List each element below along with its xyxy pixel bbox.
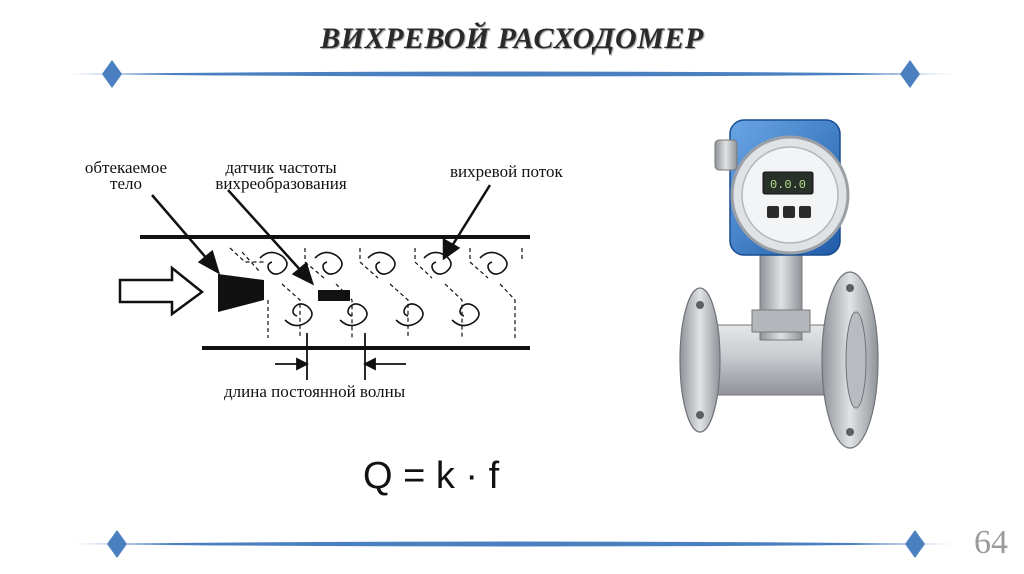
bottom-divider <box>72 530 955 558</box>
slide-title: ВИХРЕВОЙ РАСХОДОМЕР <box>320 22 704 55</box>
device-button-right <box>799 206 811 218</box>
left-diamond-icon <box>107 530 127 558</box>
frequency-sensor <box>318 290 350 301</box>
page-number: 64 <box>974 524 1008 561</box>
right-diamond-icon <box>905 530 925 558</box>
vortex <box>479 251 508 275</box>
vortex <box>395 303 424 327</box>
vortex <box>339 303 368 327</box>
flow-direction-arrow <box>118 265 205 317</box>
device-button-left <box>767 206 779 218</box>
vortex <box>284 303 313 327</box>
lcd-display <box>762 171 814 195</box>
device-button-center <box>783 206 795 218</box>
label-wavelength: длина постоянной волны <box>224 382 406 401</box>
flow-formula: Q = k · f <box>363 455 500 497</box>
label-bluff-body-line1: обтекаемое <box>84 158 168 177</box>
left-flange <box>679 287 721 433</box>
vortex <box>451 303 480 327</box>
left-diamond-icon <box>102 60 122 88</box>
label-vortex-flow: вихревой поток <box>450 162 563 181</box>
lcd-display-text: 0.0.0 <box>770 178 806 192</box>
right-diamond-icon <box>900 60 920 88</box>
vortex <box>423 251 452 275</box>
label-sensor-line2: вихреобразования <box>215 174 347 193</box>
vortex-flowmeter-device-image: 0.0.0 <box>679 119 879 449</box>
label-bluff-body: обтекаемое тело <box>70 158 182 193</box>
vortex <box>367 251 396 275</box>
vortex <box>314 251 343 275</box>
bluff-body <box>218 274 264 312</box>
label-sensor-line1: датчик частоты <box>225 158 337 177</box>
vortex <box>259 251 288 275</box>
label-bluff-body-line2: тело <box>110 174 142 193</box>
label-sensor: датчик частоты вихреобразования <box>196 158 366 193</box>
top-divider <box>68 60 955 88</box>
vortex-flowmeter-diagram <box>118 184 530 380</box>
